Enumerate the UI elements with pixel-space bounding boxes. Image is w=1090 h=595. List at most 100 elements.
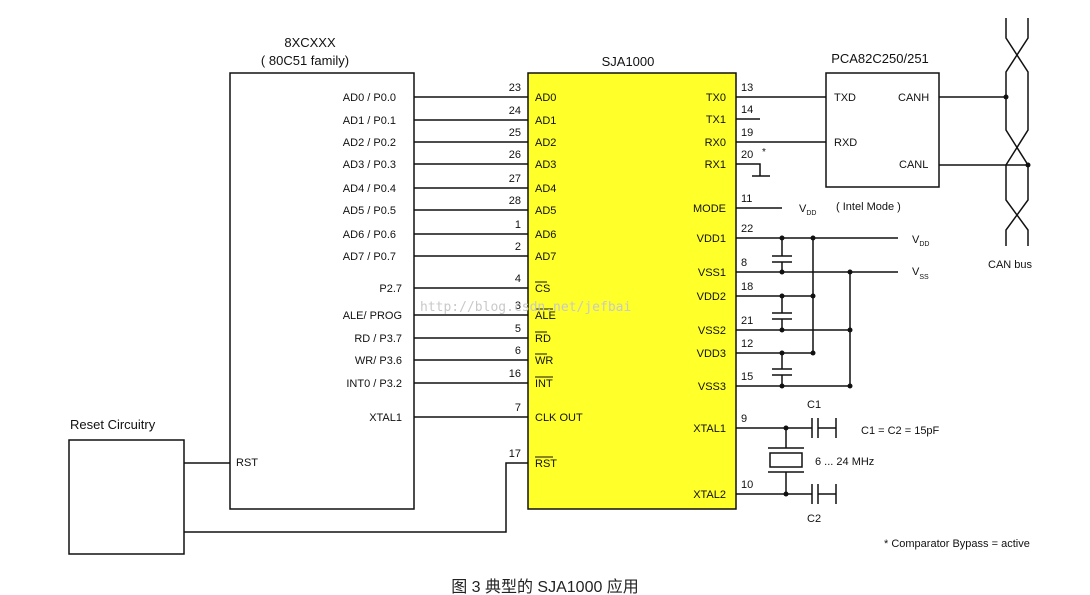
sja-left-pin-3: AD3 [535, 159, 556, 171]
mcu-ctrl-pin-3: WR/ P3.6 [355, 355, 402, 367]
mcu-ctrl-pin-2: RD / P3.7 [354, 333, 402, 345]
sja-right-pin-5: VDD1 [697, 233, 726, 245]
sja-left-pin-0: AD0 [535, 92, 556, 104]
reset-wires [184, 462, 528, 533]
crystal-freq-label: 6 ... 24 MHz [815, 456, 874, 468]
sja-left-num-3: 26 [509, 149, 521, 161]
mode-vdd-label: VDD [799, 203, 816, 217]
c2-label: C2 [807, 513, 821, 525]
sja-left-pin-10: RD [535, 333, 551, 345]
sja-left-num-7: 2 [515, 241, 521, 253]
sja-right-pin-0: TX0 [706, 92, 726, 104]
sja-left-pin-6: AD6 [535, 229, 556, 241]
canl-label: CANL [899, 159, 928, 171]
sja-title: SJA1000 [602, 54, 655, 69]
sja-right-pin-8: VSS2 [698, 325, 726, 337]
sja-left-num-9: 3 [515, 300, 521, 312]
sja-left-pin-14: RST [535, 458, 557, 470]
sja-right-pin-10: VSS3 [698, 381, 726, 393]
sja-right-pin-6: VSS1 [698, 267, 726, 279]
sja-right-pin-9: VDD3 [697, 348, 726, 360]
c1-label: C1 [807, 399, 821, 411]
rx1-star: * [762, 147, 766, 158]
sja-right-num-2: 19 [741, 127, 753, 139]
rxd-label: RXD [834, 137, 857, 149]
transceiver-box [825, 72, 940, 188]
mcu-rst-label: RST [236, 457, 258, 469]
sja-left-pin-8: CS [535, 283, 550, 295]
mcu-title: 8XCXXX [284, 35, 336, 50]
sja-right-num-12: 10 [741, 479, 753, 491]
sja-chip-box [527, 72, 737, 510]
sja-right-num-5: 22 [741, 223, 753, 235]
txd-label: TXD [834, 92, 856, 104]
sja-right-num-10: 15 [741, 371, 753, 383]
sja-right-num-9: 12 [741, 338, 753, 350]
sja-right-pin-7: VDD2 [697, 291, 726, 303]
mcu-pin-5: AD5 / P0.5 [343, 205, 396, 217]
sja-left-num-12: 16 [509, 368, 521, 380]
intel-mode-label: ( Intel Mode ) [836, 201, 901, 213]
mcu-pin-0: AD0 / P0.0 [343, 92, 396, 104]
power-network [736, 237, 898, 387]
tx-rx-wires [736, 96, 826, 177]
sja-right-num-0: 13 [741, 82, 753, 94]
mcu-box [229, 72, 415, 510]
sja-right-pin-2: RX0 [705, 137, 726, 149]
sja-right-pin-1: TX1 [706, 114, 726, 126]
sja-right-pin-4: MODE [693, 203, 726, 215]
sja-left-num-6: 1 [515, 219, 521, 231]
comparator-note: * Comparator Bypass = active [884, 538, 1030, 550]
sja-left-num-8: 4 [515, 273, 521, 285]
reset-circuitry-box [68, 439, 185, 555]
sja-left-num-5: 28 [509, 195, 521, 207]
sja-right-pin-3: RX1 [705, 159, 726, 171]
vdd-rail-label: VDD [912, 234, 929, 248]
can-bus-label: CAN bus [988, 259, 1033, 271]
sja-left-num-4: 27 [509, 173, 521, 185]
figure-caption: 图 3 典型的 SJA1000 应用 [451, 577, 639, 595]
sja-right-num-6: 8 [741, 257, 747, 269]
sja-left-pin-12: INT [535, 378, 553, 390]
sja-left-pin-4: AD4 [535, 183, 556, 195]
sja-right-num-7: 18 [741, 281, 753, 293]
sja-left-num-10: 5 [515, 323, 521, 335]
mcu-pin-3: AD3 / P0.3 [343, 159, 396, 171]
mcu-pin-7: AD7 / P0.7 [343, 251, 396, 263]
transceiver-title: PCA82C250/251 [831, 51, 929, 66]
sja-left-num-14: 17 [509, 448, 521, 460]
sja-right-num-11: 9 [741, 413, 747, 425]
sja-right-pins: TX013TX114RX019RX120MODE11VDD122VSS18VDD… [693, 82, 753, 501]
can-bus-lines [939, 18, 1029, 246]
reset-circuitry-title: Reset Circuitry [70, 417, 156, 432]
sja-left-num-0: 23 [509, 82, 521, 94]
sja-right-pin-12: XTAL2 [693, 489, 726, 501]
mcu-ctrl-pin-5: XTAL1 [369, 412, 402, 424]
mcu-ctrl-pin-1: ALE/ PROG [343, 310, 402, 322]
sja-left-pin-2: AD2 [535, 137, 556, 149]
sja-left-num-13: 7 [515, 402, 521, 414]
sja-left-num-1: 24 [509, 105, 521, 117]
sja-left-num-2: 25 [509, 127, 521, 139]
sja-left-pin-7: AD7 [535, 251, 556, 263]
sja-right-num-4: 11 [741, 193, 752, 205]
sja-right-num-8: 21 [741, 315, 753, 327]
sja-left-pin-13: CLK OUT [535, 412, 583, 424]
cap-value-label: C1 = C2 = 15pF [861, 425, 940, 437]
sja-left-pin-11: WR [535, 355, 553, 367]
sja-left-pin-9: ALE [535, 310, 556, 322]
sja-right-num-3: 20 [741, 149, 753, 161]
mcu-pin-4: AD4 / P0.4 [343, 183, 396, 195]
sja-left-pin-5: AD5 [535, 205, 556, 217]
canh-label: CANH [898, 92, 929, 104]
sja-left-pin-1: AD1 [535, 115, 556, 127]
mcu-ctrl-pin-0: P2.7 [379, 283, 402, 295]
bus-wires [414, 96, 528, 418]
sja-left-num-11: 6 [515, 345, 521, 357]
mcu-pin-2: AD2 / P0.2 [343, 137, 396, 149]
oscillator-circuit [736, 418, 837, 504]
vss-rail-label: VSS [912, 266, 929, 281]
sja-right-pin-11: XTAL1 [693, 423, 726, 435]
